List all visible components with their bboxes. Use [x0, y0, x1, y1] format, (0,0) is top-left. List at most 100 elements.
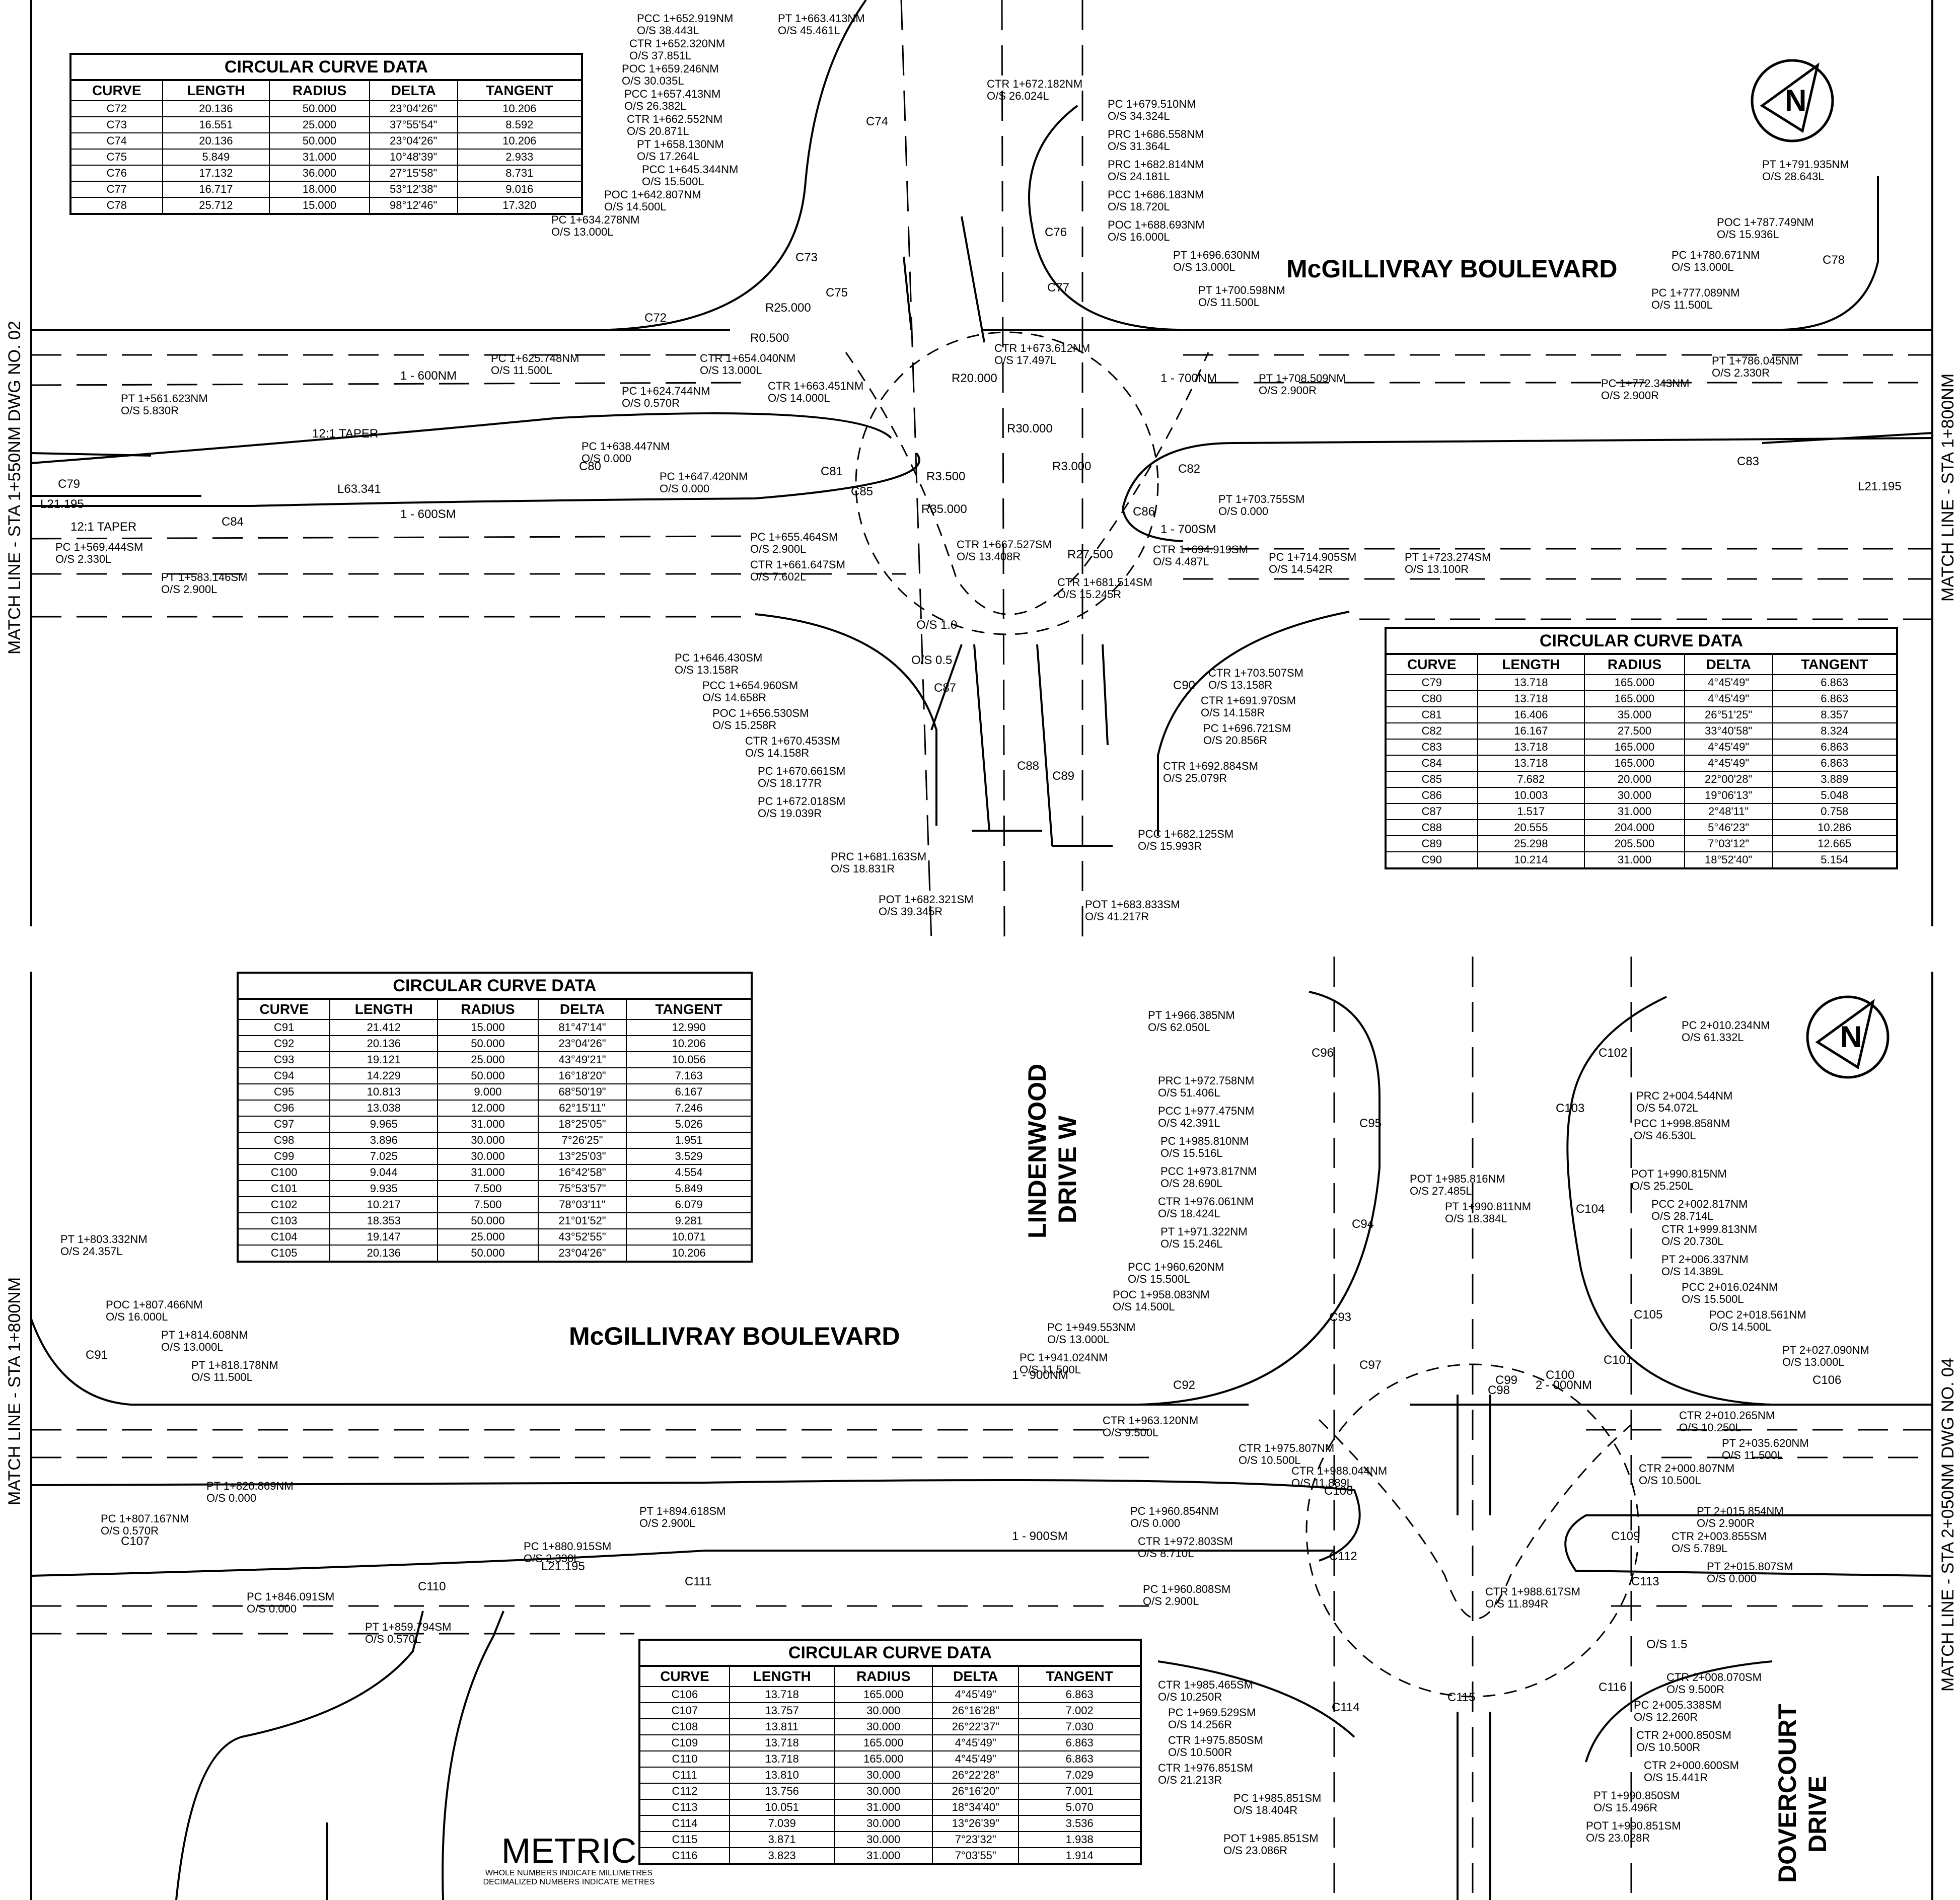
table-cell: 4°45'49"	[932, 1734, 1020, 1751]
table-cell: 2°48'11"	[1684, 803, 1773, 820]
table-cell: 13.811	[729, 1718, 835, 1735]
table-cell: 7°03'12"	[1684, 835, 1773, 852]
station-label: PT 1+990.850SM O/S 15.496R	[1593, 1789, 1680, 1814]
street-name-lindenwood-line2: DRIVE W	[1053, 1116, 1081, 1223]
table-cell: 16.717	[162, 181, 270, 198]
plan-marker: L63.341	[337, 482, 381, 496]
table-cell: 14.229	[329, 1067, 439, 1084]
table-cell: 23°04'26"	[369, 100, 458, 117]
table-cell: C100	[237, 1164, 331, 1181]
station-label: CTR 2+008.070SM O/S 9.500R	[1666, 1671, 1762, 1696]
table-cell: 5.048	[1772, 787, 1898, 804]
metric-note: METRIC WHOLE NUMBERS INDICATE MILLIMETRE…	[393, 1833, 745, 1887]
table-cell: 10.206	[457, 100, 583, 117]
station-label: PC 2+010.234NM O/S 61.332L	[1682, 1019, 1770, 1044]
table-cell: 26°16'20"	[932, 1783, 1020, 1800]
table-cell: 204.000	[1584, 819, 1685, 836]
curve-tag: C95	[1359, 1117, 1382, 1130]
table-cell: 13.757	[729, 1702, 835, 1719]
table-cell: 50.000	[269, 132, 370, 150]
table-cell: C97	[237, 1116, 331, 1133]
table-cell: 13.810	[729, 1767, 835, 1784]
station-label: PC 1+969.529SM O/S 14.256R	[1168, 1706, 1256, 1731]
station-label: POC 1+787.749NM O/S 15.936L	[1717, 216, 1814, 241]
station-label: PCC 1+686.183NM O/S 18.720L	[1108, 188, 1204, 213]
table-cell: 9.965	[329, 1116, 439, 1133]
station-label: PRC 1+682.814NM O/S 24.181L	[1108, 158, 1204, 183]
station-label: PCC 2+002.817NM O/S 28.714L	[1651, 1198, 1748, 1222]
table-cell: 7.030	[1018, 1718, 1141, 1735]
table-cell: 5°46'23"	[1684, 819, 1773, 836]
table-cell: 165.000	[1584, 674, 1685, 691]
station-label: CTR 1+963.120NM O/S 9.500L	[1103, 1414, 1199, 1439]
plan-marker: 1 - 600SM	[400, 507, 456, 521]
curve-tag: C116	[1599, 1680, 1627, 1694]
table-cell: 5.849	[626, 1180, 752, 1197]
curve-tag: C111	[685, 1575, 712, 1588]
table-cell: 3.823	[729, 1847, 835, 1865]
station-label: CTR 2+000.807NM O/S 10.500L	[1639, 1462, 1735, 1487]
station-label: POT 1+985.851SM O/S 23.086R	[1223, 1832, 1319, 1857]
table-cell: 23°04'26"	[537, 1245, 627, 1262]
table-cell: 53°12'38"	[369, 181, 458, 198]
table-cell: 9.935	[329, 1180, 439, 1197]
station-label: CTR 1+670.453SM O/S 14.158R	[745, 735, 840, 759]
station-label: PT 1+708.509NM O/S 2.900R	[1259, 372, 1346, 397]
street-name-dovercourt: DOVERCOURT DRIVE	[1772, 1704, 1833, 1883]
table-cell: C115	[639, 1831, 730, 1848]
table-cell: 8.592	[457, 116, 583, 133]
table-cell: 5.849	[162, 149, 270, 166]
station-label: CTR 1+654.040NM O/S 13.000L	[700, 352, 796, 377]
plan-marker: R3.000	[1052, 460, 1092, 473]
station-label: PT 1+703.755SM O/S 0.000	[1218, 493, 1305, 518]
match-line-label-left-bottom: MATCH LINE - STA 1+800NM	[5, 1277, 24, 1505]
table-cell: 30.000	[834, 1718, 933, 1735]
table-cell: 4°45'49"	[932, 1750, 1020, 1768]
plan-marker: 1 - 900NM	[1012, 1368, 1069, 1382]
curve-tag: C80	[579, 460, 602, 473]
station-label: PT 1+814.608NM O/S 13.000L	[161, 1329, 248, 1353]
table-cell: C78	[70, 197, 163, 214]
table-title: CIRCULAR CURVE DATA	[638, 1639, 1142, 1665]
station-label: PC 1+846.091SM O/S 0.000	[247, 1590, 335, 1615]
plan-marker: 12:1 TAPER	[70, 520, 137, 534]
station-label: PT 1+663.413NM O/S 45.461L	[778, 12, 865, 37]
plan-marker: L21.195	[1858, 480, 1902, 493]
table-cell: 8.357	[1772, 706, 1898, 723]
station-label: PT 1+820.869NM O/S 0.000	[206, 1480, 294, 1504]
station-label: CTR 1+703.507SM O/S 13.158R	[1208, 667, 1303, 691]
table-cell: 31.000	[834, 1847, 933, 1865]
table-cell: 21.412	[329, 1019, 439, 1036]
table-cell: 18.353	[329, 1212, 439, 1229]
station-label: CTR 1+976.851SM O/S 21.213R	[1158, 1762, 1253, 1786]
table-cell: 4°45'49"	[932, 1686, 1020, 1703]
column-header: TANGENT	[1018, 1665, 1141, 1687]
station-label: POC 1+958.083NM O/S 14.500L	[1113, 1288, 1210, 1313]
column-header: LENGTH	[729, 1665, 835, 1687]
curve-tag: C99	[1495, 1373, 1518, 1387]
curve-tag: C103	[1556, 1102, 1585, 1115]
station-label: PT 1+971.322NM O/S 15.246L	[1160, 1225, 1248, 1250]
curve-tag: C114	[1332, 1701, 1360, 1714]
curve-tag: C106	[1812, 1373, 1842, 1387]
station-label: CTR 1+976.061NM O/S 18.424L	[1158, 1195, 1254, 1220]
station-label: CTR 1+988.617SM O/S 11.894R	[1485, 1585, 1580, 1610]
table-cell: 19.147	[329, 1228, 439, 1246]
curve-tag: C78	[1823, 253, 1845, 267]
table-cell: 13.718	[1477, 674, 1585, 691]
table-cell: 17.320	[457, 197, 583, 214]
table-cell: 10.217	[329, 1196, 439, 1213]
table-cell: 10.206	[457, 132, 583, 150]
table-title: CIRCULAR CURVE DATA	[1385, 627, 1898, 653]
station-label: CTR 1+663.451NM O/S 14.000L	[768, 380, 864, 404]
street-name-mcgillivray-bottom: McGILLIVRAY BOULEVARD	[569, 1322, 900, 1350]
column-header: LENGTH	[162, 80, 270, 101]
